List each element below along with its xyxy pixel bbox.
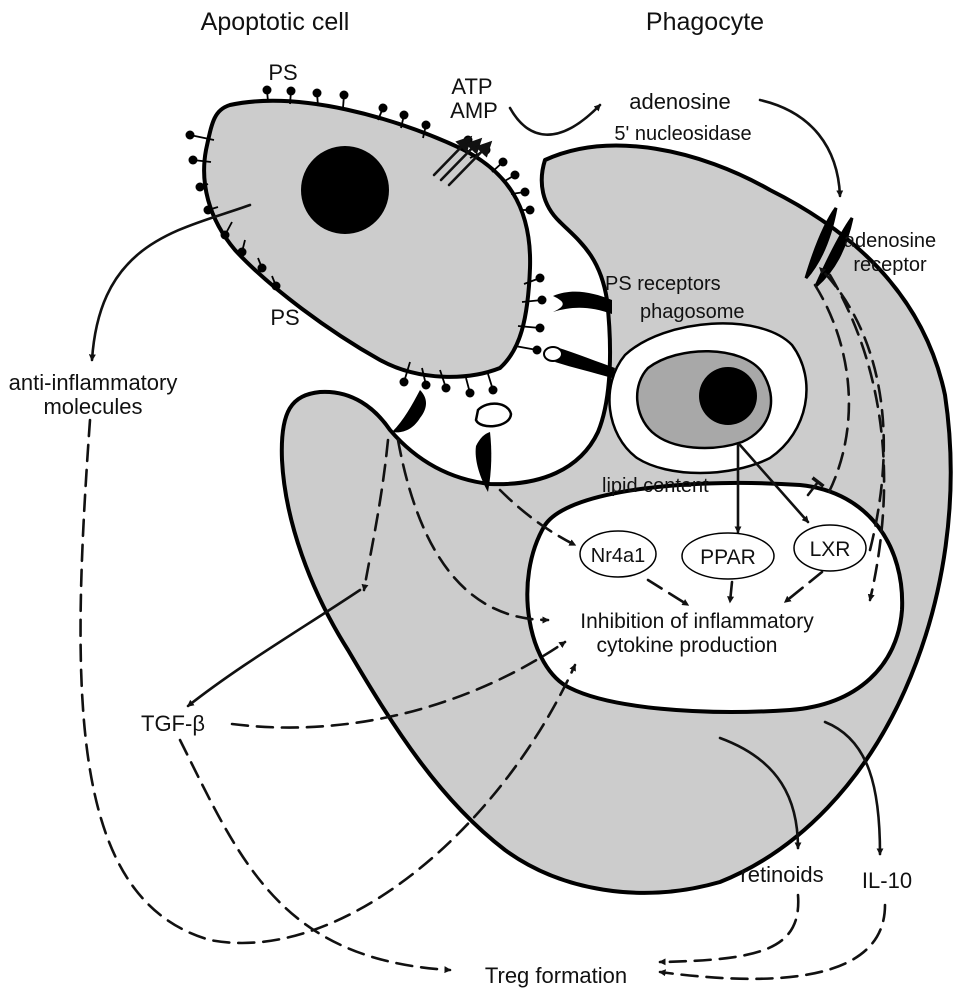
- ps-dot: [378, 103, 388, 113]
- ps-dot: [441, 383, 451, 393]
- arrow-ps-receptor-to-nr4a1: [498, 488, 577, 547]
- arrow-nr4a1-to-inhibition: [646, 578, 690, 607]
- arrow-lipid-to-lxr: [738, 443, 810, 524]
- ps-dot: [520, 187, 530, 197]
- ps-dot: [488, 385, 498, 395]
- label-il10: IL-10: [862, 868, 912, 893]
- arrow-to-anti-inflammatory: [88, 203, 252, 362]
- arrow-anti-inflammatory-to-inhibition: [79, 418, 577, 945]
- apoptotic-cell-membrane: [202, 98, 533, 379]
- arrow-il10-to-treg: [658, 903, 887, 981]
- label-treg-formation: Treg formation: [485, 963, 627, 988]
- phagocyte-nucleus: [525, 480, 905, 714]
- label-ppar: PPAR: [700, 546, 756, 569]
- ps-dot: [525, 205, 535, 215]
- arrow-amp-to-adenosine: [508, 103, 602, 136]
- ps-dot: [535, 273, 545, 283]
- ps-dot: [203, 205, 213, 215]
- ps-dot: [421, 380, 431, 390]
- label-ps-bottom: PS: [270, 305, 299, 330]
- label-lipid-content: lipid content: [602, 475, 709, 497]
- nr4a1-ellipse: [579, 530, 657, 578]
- arrow-tgf-to-treg: [178, 738, 452, 974]
- ps-dot: [262, 85, 272, 95]
- ps-dot: [237, 247, 247, 257]
- arrow-to-tgf-beta: [186, 588, 362, 708]
- arrow-retinoids-to-treg: [658, 893, 800, 966]
- ps-receptor-ring-icon: [543, 346, 563, 362]
- arrow-to-retinoids: [718, 736, 802, 850]
- label-retinoids: retinoids: [740, 862, 823, 887]
- arrow-receptor-to-tgf-branch: [361, 438, 390, 592]
- ps-dot: [399, 377, 409, 387]
- label-anti-inflammatory-1: anti-inflammatory: [9, 370, 178, 395]
- ps-dot: [465, 388, 475, 398]
- ps-receptor-icon: [392, 291, 615, 492]
- ps-dot: [399, 110, 409, 120]
- label-inhibition-1: Inhibition of inflammatory: [580, 610, 814, 633]
- arrow-receptor-to-nucleus-2: [813, 283, 851, 496]
- ps-dot: [532, 345, 542, 355]
- ps-dot: [339, 90, 349, 100]
- ps-dot: [188, 155, 198, 165]
- arrow-adenosine-to-receptor: [758, 98, 844, 198]
- ps-dot: [220, 230, 230, 240]
- ps-dot: [537, 295, 547, 305]
- heading-phagocyte: Phagocyte: [646, 8, 764, 36]
- apoptotic-nucleus: [301, 146, 389, 234]
- label-anti-inflammatory-2: molecules: [43, 394, 142, 419]
- vesicle-icon: [474, 402, 513, 428]
- ps-dot: [498, 157, 508, 167]
- arrow-up-to-receptor: [818, 266, 886, 552]
- ps-dot: [195, 182, 205, 192]
- phagosome-nucleus: [699, 367, 757, 425]
- atp-release-arrows: [432, 135, 493, 187]
- arrow-ppar-to-inhibition: [727, 580, 735, 604]
- ps-dot: [286, 86, 296, 96]
- label-adenosine-receptor-1: adenosine: [844, 230, 936, 252]
- ps-dot: [535, 323, 545, 333]
- label-inhibition-2: cytokine production: [597, 634, 778, 657]
- label-tgf-beta: TGF-β: [141, 711, 205, 736]
- ps-dot: [257, 263, 267, 273]
- label-atp: ATP: [451, 74, 492, 99]
- heading-apoptotic-cell: Apoptotic cell: [201, 8, 350, 36]
- ps-dot: [185, 130, 195, 140]
- ps-dot: [312, 88, 322, 98]
- arrow-tgf-to-inhibition: [230, 640, 567, 729]
- label-adenosine-receptor-2: receptor: [853, 254, 927, 276]
- ppar-ellipse: [681, 532, 775, 580]
- label-phagosome: phagosome: [640, 301, 745, 323]
- label-amp: AMP: [450, 98, 498, 123]
- label-ps-top: PS: [268, 60, 297, 85]
- arrow-lxr-to-inhibition: [783, 570, 824, 604]
- lxr-ellipse: [793, 524, 867, 572]
- label-nr4a1: Nr4a1: [591, 545, 645, 567]
- ps-dot: [421, 120, 431, 130]
- arrow-receptor-to-nucleus-1: [828, 273, 886, 602]
- label-ps-receptors: PS receptors: [605, 273, 721, 295]
- label-adenosine: adenosine: [629, 89, 731, 114]
- ps-dot: [510, 170, 520, 180]
- arrow-receptor-to-inhibition: [396, 438, 550, 624]
- label-lxr: LXR: [810, 538, 851, 561]
- inhibit-lxr-receptor: [806, 476, 825, 497]
- label-5-nucleosidase: 5' nucleosidase: [614, 123, 751, 145]
- arrow-to-il10: [823, 720, 884, 856]
- ps-dot: [271, 281, 281, 291]
